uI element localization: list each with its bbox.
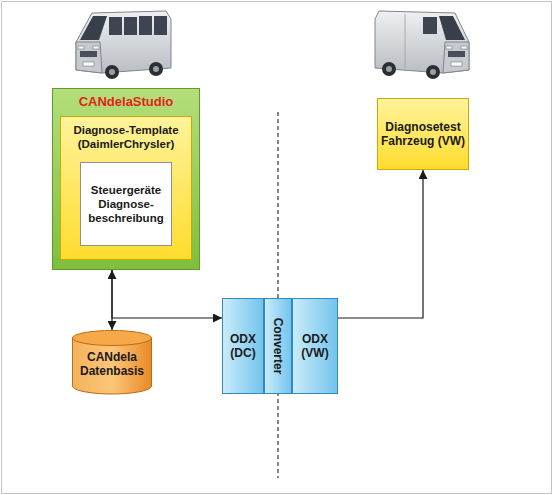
van-window: [124, 17, 137, 35]
tool-box: CANdelaStudioDiagnose-Template (DaimlerC…: [52, 88, 200, 270]
van-plate: [83, 62, 94, 66]
van-wheel: [426, 65, 440, 79]
van-window: [139, 16, 152, 35]
node-label: CANdelaStudio: [56, 94, 196, 109]
node-label: ODX (VW): [295, 332, 335, 360]
template-box: Diagnose-Template (DaimlerChrysler) Steue…: [60, 116, 192, 260]
test-box: Diagnosetest Fahrzeug (VW): [377, 98, 469, 170]
converter-box: Converter: [264, 298, 292, 394]
node-label: Diagnosetest Fahrzeug (VW): [381, 120, 465, 148]
van-picture: [375, 11, 469, 79]
van-plate: [451, 62, 462, 66]
van-window: [154, 16, 167, 35]
vertical-label: Converter: [271, 318, 285, 375]
connector-arrow: [112, 270, 222, 318]
van-hub: [153, 66, 159, 72]
van-grille: [80, 51, 97, 57]
van-headlight: [446, 46, 452, 49]
node-label: Steuergeräte Diagnose- beschreibung: [84, 183, 168, 225]
node-label: Diagnose-Template (DaimlerChrysler): [64, 123, 188, 151]
van-front: [76, 42, 102, 73]
van-grille: [448, 51, 465, 57]
database-cylinder: CANdela Datenbasis: [72, 330, 152, 394]
van-hub: [386, 66, 392, 72]
van-wheel: [382, 62, 396, 76]
van-headlight: [461, 46, 467, 49]
node-label: CANdela Datenbasis: [74, 350, 150, 378]
van-headlight: [93, 46, 99, 49]
van-headlight: [78, 46, 84, 49]
van-window: [109, 17, 122, 35]
van-front: [443, 42, 469, 73]
van-window: [423, 17, 437, 34]
description-box: Steuergeräte Diagnose- beschreibung: [80, 162, 172, 246]
van-windshield: [80, 16, 107, 40]
cylinder-body: [73, 338, 152, 394]
van-wheel: [105, 65, 119, 79]
connector-arrow: [338, 170, 423, 318]
van-windshield: [439, 16, 465, 40]
van-hub: [430, 69, 436, 75]
van-wheel: [149, 62, 163, 76]
node-label: ODX (DC): [225, 332, 261, 360]
minibus-picture: [76, 11, 171, 79]
format-box: ODX (VW): [292, 298, 338, 394]
van-hub: [109, 69, 115, 75]
divider-dashed: [277, 112, 278, 478]
format-box: ODX (DC): [222, 298, 264, 394]
van-door-line: [405, 14, 406, 68]
cylinder-top: [73, 331, 152, 346]
